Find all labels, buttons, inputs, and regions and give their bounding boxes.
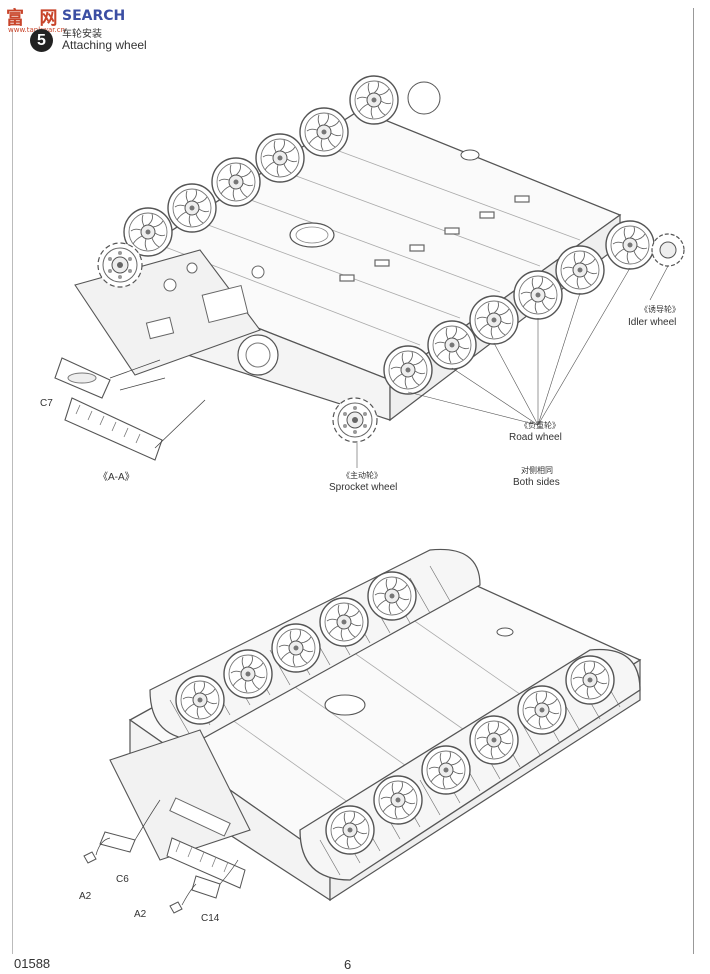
product-code: 01588 bbox=[14, 956, 51, 971]
step-title-en: Attaching wheel bbox=[62, 38, 147, 52]
bottom-exhaust-part bbox=[166, 837, 246, 889]
step-number-badge: 5 bbox=[30, 29, 53, 52]
label-both-sides-en: Both sides bbox=[513, 477, 560, 488]
label-both-sides-cn: 对侧相同 bbox=[521, 466, 553, 475]
a2-part-left bbox=[83, 851, 97, 864]
a2-part-right bbox=[169, 901, 183, 914]
label-c14: C14 bbox=[201, 913, 220, 924]
c7-part bbox=[54, 357, 111, 399]
far-track bbox=[149, 548, 481, 741]
watermark-en-text: SEARCH bbox=[62, 8, 126, 24]
label-c7: C7 bbox=[40, 398, 53, 409]
watermark-cn-text: 富 网 bbox=[6, 8, 59, 29]
label-road-en: Road wheel bbox=[509, 432, 562, 443]
label-a2-left: A2 bbox=[79, 891, 92, 902]
aa-part bbox=[64, 397, 163, 461]
bottom-hull-assembly bbox=[83, 548, 642, 914]
page-border-left bbox=[12, 30, 13, 954]
page-border-right bbox=[693, 8, 694, 954]
step-title-cn: 车轮安装 bbox=[62, 29, 102, 40]
label-c6: C6 bbox=[116, 874, 129, 885]
label-aa: 《A-A》 bbox=[98, 472, 135, 483]
c14-part bbox=[191, 875, 221, 899]
c6-part bbox=[99, 831, 136, 853]
label-road-cn: 《负重轮》 bbox=[520, 421, 560, 430]
label-sprocket-en: Sprocket wheel bbox=[329, 482, 398, 493]
label-idler-cn: 《诱导轮》 bbox=[640, 305, 680, 314]
label-a2-right: A2 bbox=[134, 909, 147, 920]
label-idler-en: Idler wheel bbox=[628, 317, 677, 328]
label-sprocket-cn: 《主动轮》 bbox=[342, 471, 382, 480]
page-number: 6 bbox=[344, 957, 352, 972]
near-track bbox=[299, 648, 641, 881]
top-hull-assembly bbox=[54, 75, 685, 468]
